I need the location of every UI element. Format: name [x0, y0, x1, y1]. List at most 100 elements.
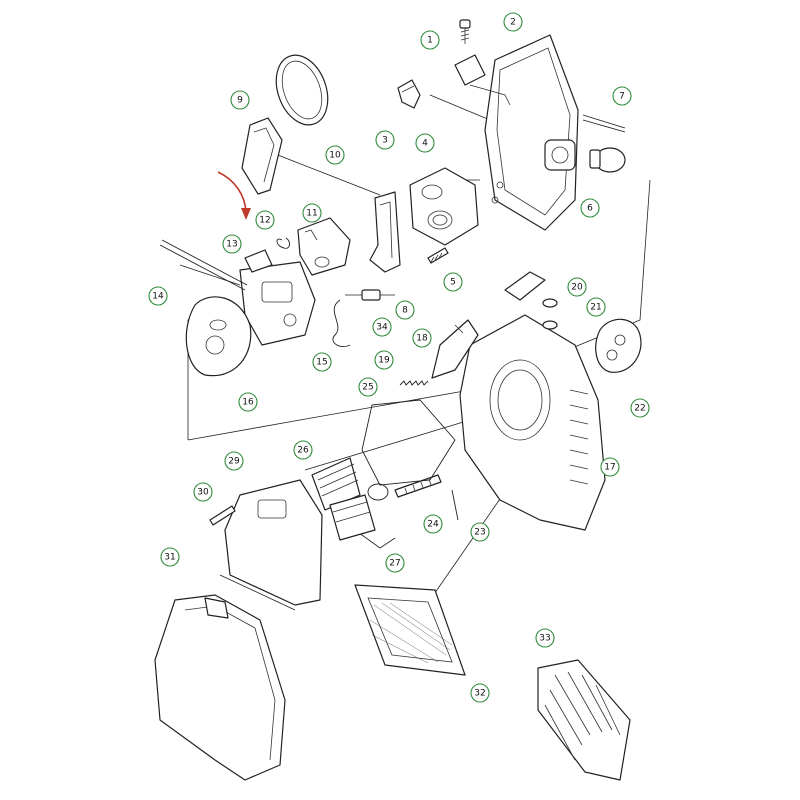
callout-ring — [412, 328, 432, 348]
callout-label: 16 — [242, 398, 254, 408]
callout-ring — [222, 234, 242, 254]
callout-ring — [586, 297, 606, 317]
part-5-bolt — [427, 247, 449, 264]
callout-12: 12 — [255, 210, 275, 230]
callout-label: 32 — [474, 689, 485, 699]
callout-ring — [302, 203, 322, 223]
callout-20: 20 — [567, 277, 587, 297]
callout-label: 19 — [378, 356, 390, 366]
part-11-adapter — [297, 217, 351, 276]
callout-ring — [372, 317, 392, 337]
callout-label: 15 — [316, 358, 327, 368]
part-3-clip — [397, 79, 421, 109]
part-30-screw — [209, 505, 236, 526]
part-14-rod — [159, 239, 248, 291]
callout-10: 10 — [325, 145, 345, 165]
callout-ring — [630, 398, 650, 418]
callout-29: 29 — [224, 451, 244, 471]
callout-label: 14 — [152, 292, 164, 302]
callout-7: 7 — [612, 86, 632, 106]
callout-label: 2 — [510, 18, 516, 28]
callout-ring — [312, 352, 332, 372]
part-20-lever — [504, 271, 546, 301]
callout-32: 32 — [470, 683, 490, 703]
part-9-bracket — [241, 117, 283, 195]
callout-label: 30 — [197, 488, 209, 498]
callout-label: 9 — [237, 96, 243, 106]
callout-34: 34 — [372, 317, 392, 337]
callout-label: 3 — [382, 136, 388, 146]
callout-ring — [230, 90, 250, 110]
part-2-handle-housing — [454, 34, 579, 231]
callout-ring — [612, 86, 632, 106]
callout-label: 34 — [376, 323, 388, 333]
callout-label: 12 — [259, 216, 270, 226]
part-23-rod-pin — [451, 489, 459, 521]
callout-ring — [224, 451, 244, 471]
callout-ring — [470, 522, 490, 542]
part-26-filter-element — [311, 457, 361, 511]
callout-ring — [148, 286, 168, 306]
callout-label: 18 — [416, 334, 428, 344]
callout-label: 31 — [164, 553, 175, 563]
part-8-gasket — [369, 191, 401, 273]
callout-label: 10 — [329, 151, 341, 161]
callout-label: 20 — [571, 283, 583, 293]
callout-label: 6 — [587, 204, 593, 214]
part-27-filter-seal — [329, 483, 389, 541]
callout-ring — [503, 12, 523, 32]
callout-3: 3 — [375, 130, 395, 150]
part-12-spring-clip — [276, 237, 291, 249]
callout-13: 13 — [222, 234, 242, 254]
part-7-pin — [582, 114, 626, 133]
callout-ring — [535, 628, 555, 648]
callout-label: 29 — [228, 457, 240, 467]
callout-31: 31 — [160, 547, 180, 567]
callout-ring — [325, 145, 345, 165]
part-13-carburetor — [239, 249, 316, 346]
part-33-grille — [537, 659, 631, 781]
part-16-choke-plate — [185, 296, 252, 377]
callout-16: 16 — [238, 392, 258, 412]
callout-label: 11 — [306, 209, 317, 219]
callout-label: 7 — [619, 92, 625, 102]
part-19-spring — [399, 380, 429, 386]
callout-label: 22 — [634, 404, 645, 414]
callout-ring — [385, 553, 405, 573]
callout-14: 14 — [148, 286, 168, 306]
callout-label: 1 — [427, 36, 433, 46]
part-10-ring — [275, 54, 329, 126]
callout-ring — [470, 683, 490, 703]
callout-2: 2 — [503, 12, 523, 32]
part-21-washer — [542, 298, 558, 330]
callout-ring — [293, 440, 313, 460]
callout-label: 21 — [590, 303, 601, 313]
callout-11: 11 — [302, 203, 322, 223]
callout-19: 19 — [374, 350, 394, 370]
callout-30: 30 — [193, 482, 213, 502]
callout-ring — [255, 210, 275, 230]
callout-label: 5 — [450, 278, 456, 288]
callout-ring — [423, 514, 443, 534]
part-18-trigger — [431, 319, 479, 379]
callout-ring — [238, 392, 258, 412]
callout-ring — [395, 300, 415, 320]
callout-ring — [580, 198, 600, 218]
part-1-screw — [459, 19, 471, 44]
callout-25: 25 — [358, 377, 378, 397]
callout-ring — [420, 30, 440, 50]
callout-ring — [160, 547, 180, 567]
part-32-air-filter — [354, 584, 466, 676]
callout-6: 6 — [580, 198, 600, 218]
part-17-main-housing — [459, 314, 606, 531]
part-6-primer-bulb — [589, 147, 626, 173]
callout-22: 22 — [630, 398, 650, 418]
callout-23: 23 — [470, 522, 490, 542]
part-31-outer-cover — [154, 594, 286, 781]
part-4-intake-manifold — [409, 167, 479, 246]
callout-label: 27 — [389, 559, 400, 569]
callout-ring — [567, 277, 587, 297]
callout-label: 23 — [474, 528, 485, 538]
part-24-bolt — [394, 474, 442, 498]
